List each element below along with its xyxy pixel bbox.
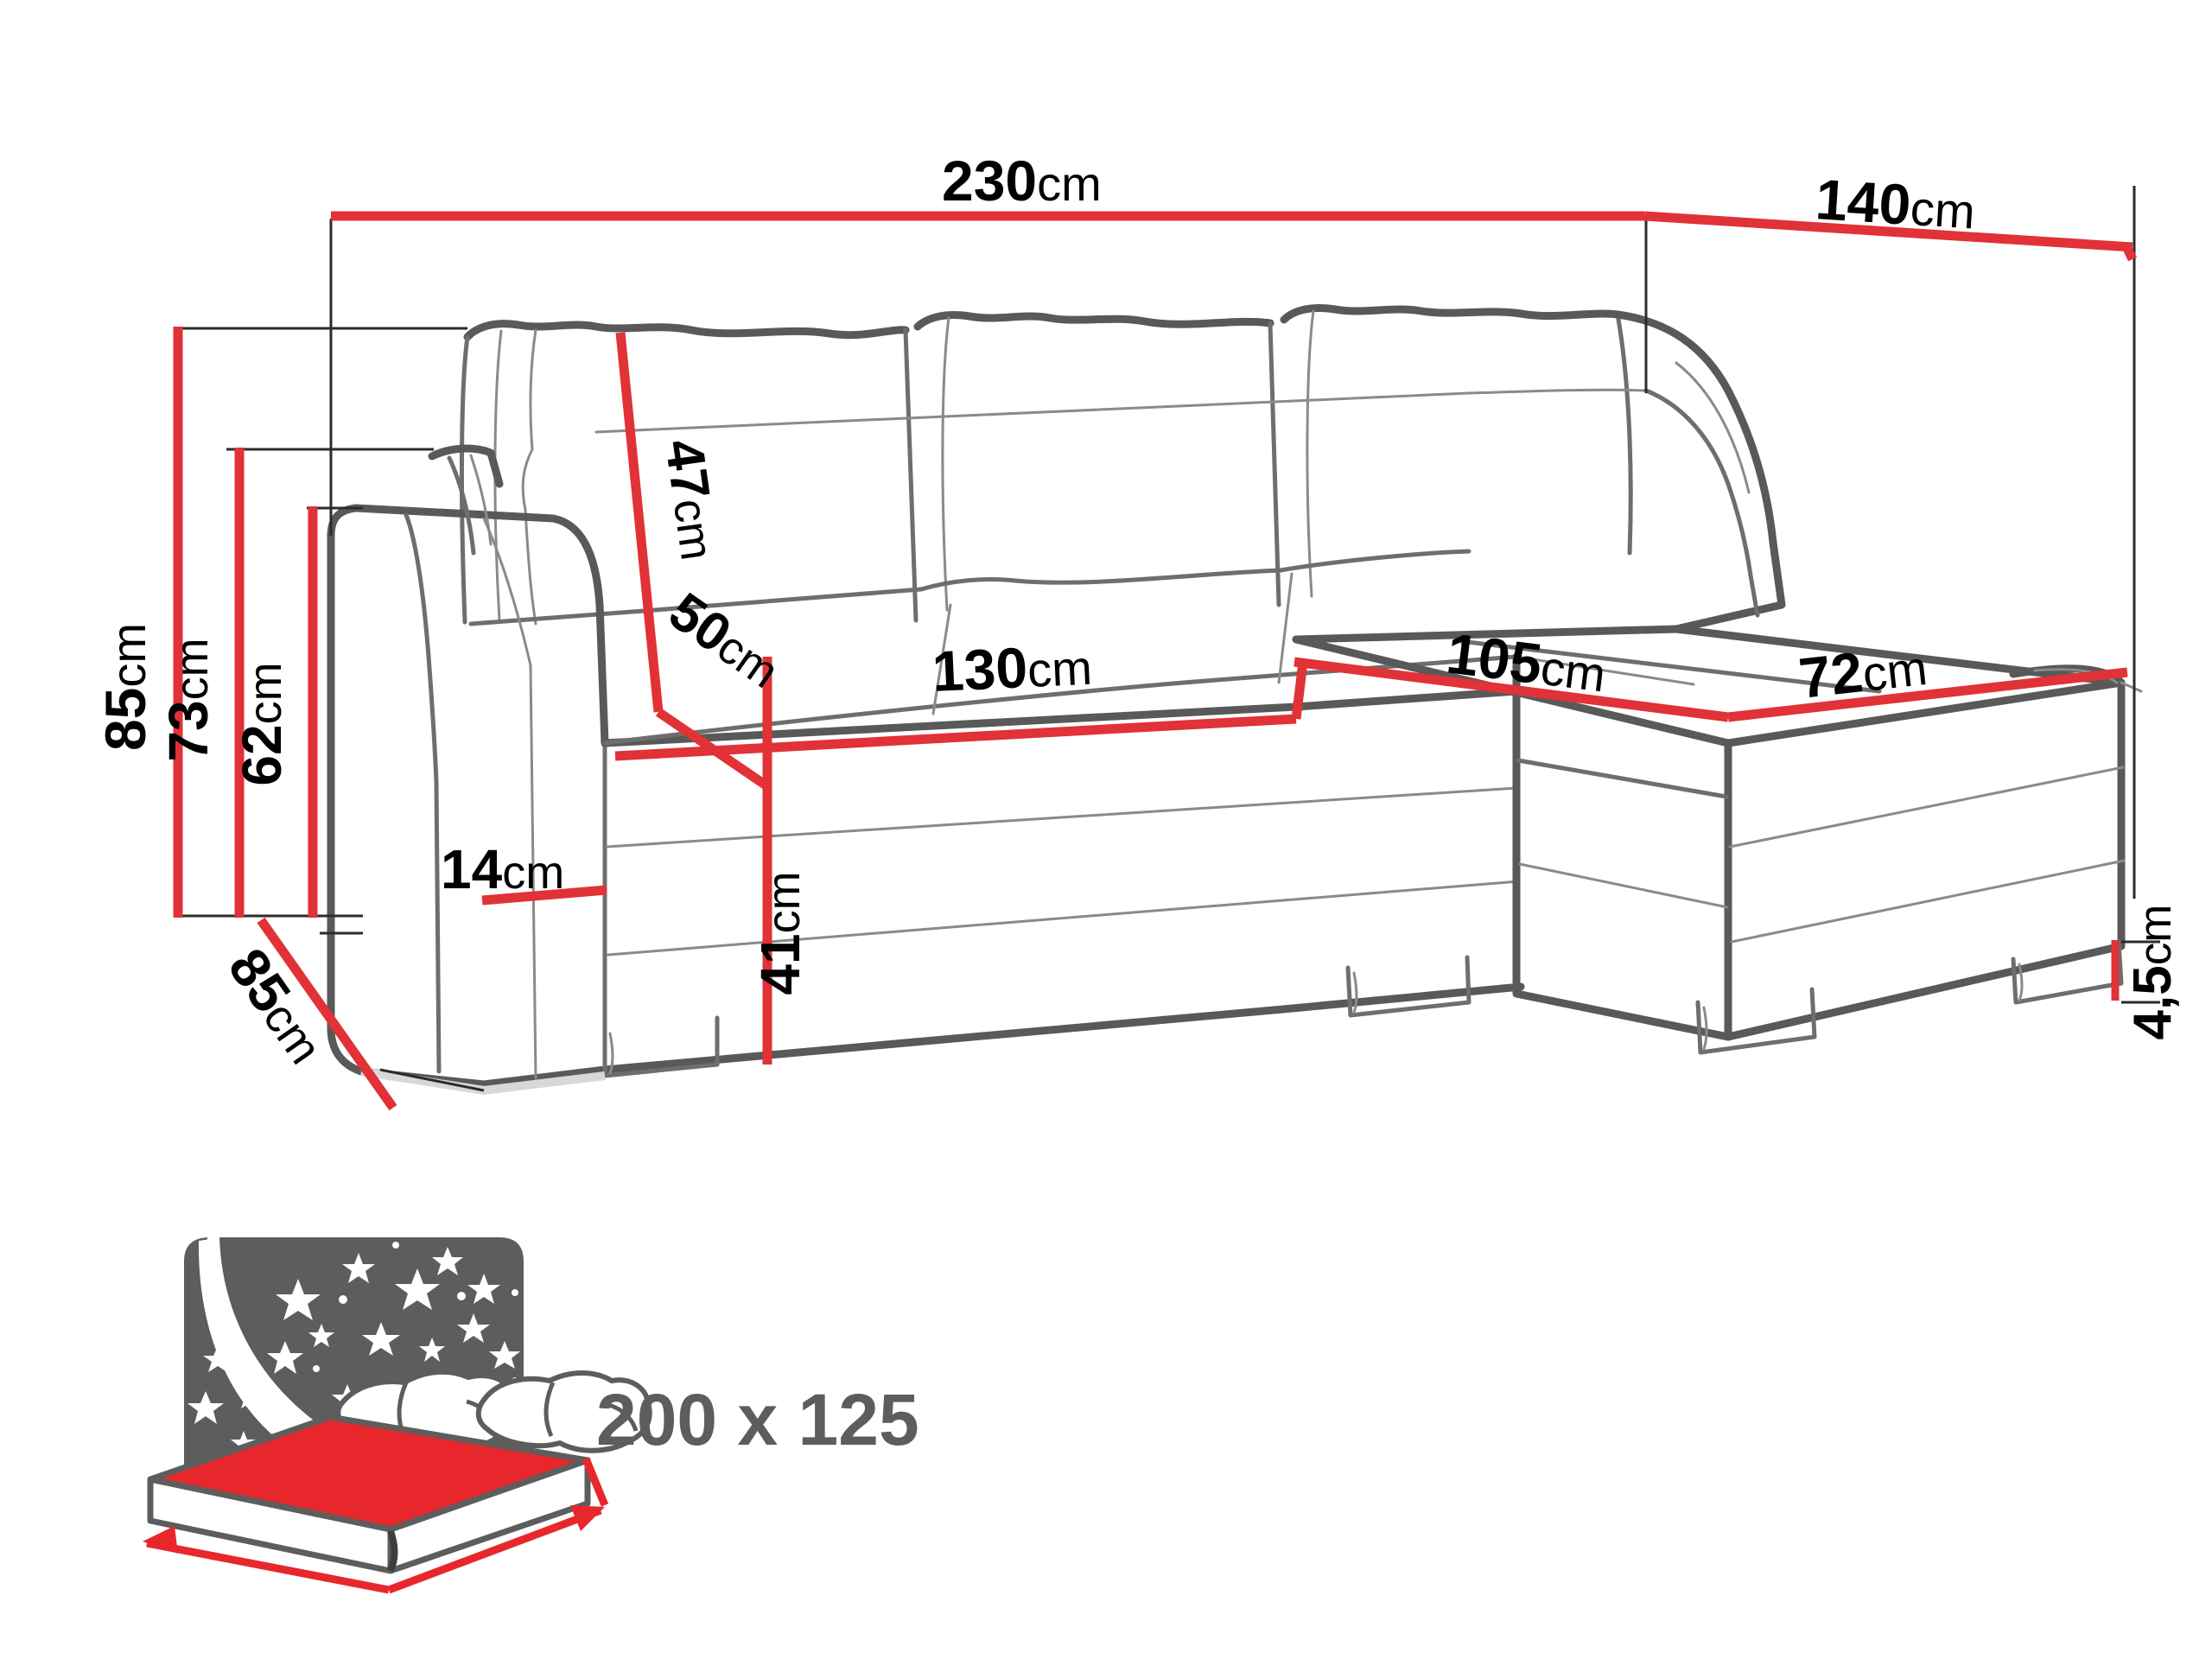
dimension-labels: 230cm 140cm 85cm 73cm 62cm 47cm [93, 149, 2183, 1073]
chaise-back-edge [2120, 681, 2143, 693]
sofa-body-fills [331, 285, 2121, 1084]
dim-label-overall-depth: 140cm [1814, 167, 1977, 240]
dim-label-armrest-width: 14cm [441, 838, 564, 900]
dim-label-overall-width: 230cm [942, 149, 1102, 213]
dim-label-overall-height: 85cm [93, 623, 157, 751]
corner-backrest [1613, 310, 1786, 633]
dim-line-72 [1727, 667, 2128, 722]
extension-lines [178, 186, 2160, 1092]
dim-line-105 [1294, 657, 1729, 722]
arrow-width-line [146, 1539, 390, 1594]
dim-label-backrest-height: 73cm [157, 638, 219, 761]
backrest-frame [594, 388, 1648, 434]
sofa-outline [327, 304, 2143, 1096]
dim-line-140 [1643, 211, 2133, 252]
dim-label-seat-height: 41cm [749, 871, 811, 995]
chaise-section [1292, 625, 2126, 1041]
dim-line-47 [615, 332, 664, 713]
dim-label-chaise-width: 72cm [1796, 632, 1929, 710]
dim-line-140-tick [2121, 242, 2137, 262]
dim-line-130-join [1291, 661, 1308, 720]
left-side-panel [327, 531, 609, 1089]
dimension-lines [173, 211, 2137, 1111]
dim-label-armrest-height: 62cm [231, 662, 293, 785]
dim-label-back-cushion-height: 47cm [653, 435, 729, 563]
sleeping-area-caption: 200 x 125 [596, 1379, 919, 1460]
bed-night-icon [143, 1237, 652, 1594]
dim-label-seat-width: 130cm [931, 632, 1093, 703]
dim-line-14 [481, 885, 607, 906]
back-cushions [459, 304, 1633, 626]
sofa-legs [602, 939, 2124, 1078]
mattress [147, 1414, 591, 1574]
arrow-length-line [387, 1506, 602, 1594]
arrow-corner-accent [582, 1457, 609, 1507]
dim-line-85-depth [257, 917, 397, 1111]
left-armrest [327, 444, 609, 785]
dim-label-leg-height: 4,5cm [2123, 905, 2183, 1040]
pillows [335, 1369, 652, 1453]
dim-label-chaise-depth: 105cm [1443, 620, 1609, 703]
dim-line-130 [614, 714, 1297, 761]
mattress-dimension-arrows [143, 1457, 609, 1594]
